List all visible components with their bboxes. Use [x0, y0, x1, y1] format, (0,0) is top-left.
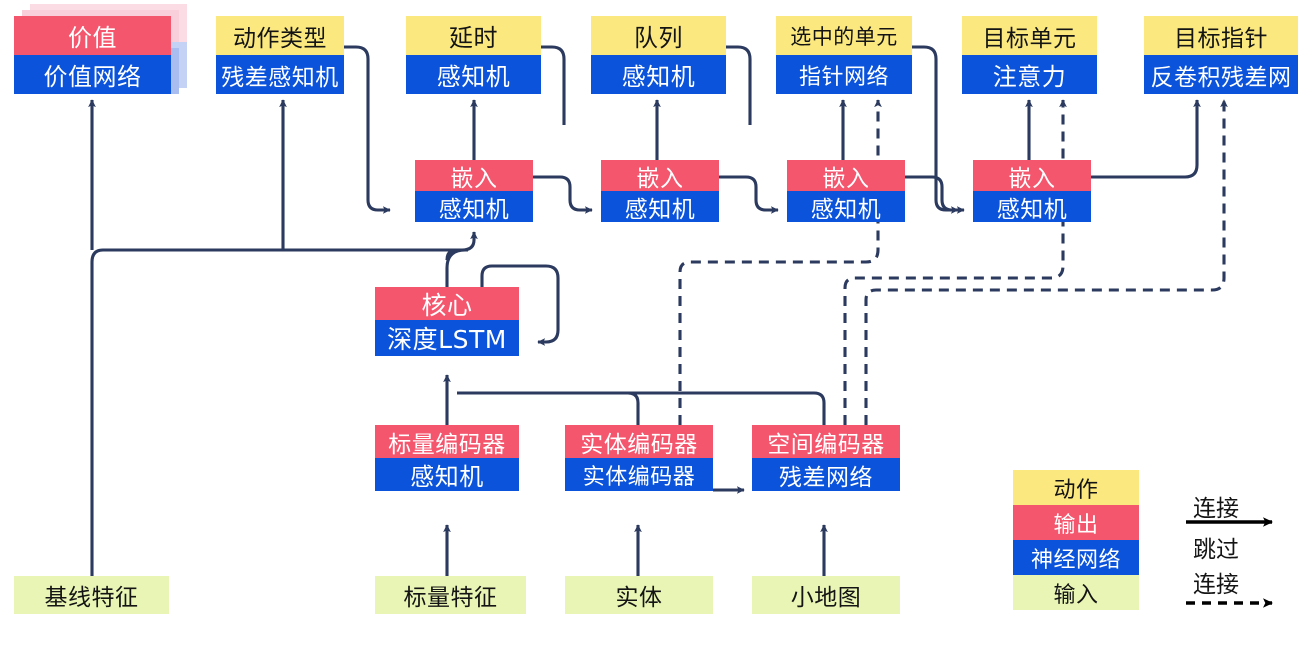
node-embed-4[interactable]: 嵌入 感知机	[973, 160, 1091, 223]
skip-spatial-encoder-to-target-unit	[843, 99, 1067, 425]
node-scalar-encoder[interactable]: 标量编码器 感知机	[375, 425, 519, 491]
node-queue-action-label: 队列	[591, 16, 726, 55]
node-spatial-encoder-output-label: 空间编码器	[752, 425, 900, 458]
node-embed-4-net-label: 感知机	[973, 191, 1091, 223]
node-embed-2-output-label: 嵌入	[601, 160, 719, 192]
wire-action-type-to-embed1	[344, 45, 391, 214]
skip-entity-encoder-to-selected-units	[678, 99, 882, 425]
wire-embed1-to-embed2	[533, 175, 593, 214]
wire-queue-to-embed3	[726, 45, 752, 125]
node-selected-units-net-label: 指针网络	[776, 55, 912, 94]
node-delay-net-label: 感知机	[406, 55, 541, 94]
node-action-type-net-label: 残差感知机	[216, 55, 344, 94]
node-selected-units[interactable]: 选中的单元 指针网络	[776, 16, 912, 94]
node-target-point[interactable]: 目标指针 反卷积残差网	[1144, 16, 1298, 94]
wire-core-to-trunk	[445, 248, 468, 287]
node-entity-encoder[interactable]: 实体编码器 实体编码器	[565, 425, 713, 491]
node-value-action-label: 价值	[14, 16, 171, 55]
node-embed-2-net-label: 感知机	[601, 191, 719, 223]
legend-swatch-input: 输入	[1013, 575, 1139, 610]
node-queue-net-label: 感知机	[591, 55, 726, 94]
node-value[interactable]: 价值 价值网络	[14, 16, 171, 94]
node-target-point-action-label: 目标指针	[1144, 16, 1298, 55]
wire-core-self-loop	[480, 264, 560, 346]
node-target-unit-action-label: 目标单元	[962, 16, 1097, 55]
wire-spatial-encoder-to-bus	[457, 391, 826, 425]
wire-delay-to-embed2	[541, 45, 566, 125]
wire-embed4-to-target-point	[1091, 99, 1201, 179]
node-delay[interactable]: 延时 感知机	[406, 16, 541, 94]
node-embed-3-output-label: 嵌入	[787, 160, 905, 192]
node-input-scalar-features[interactable]: 标量特征	[375, 576, 526, 614]
node-input-entities-label: 实体	[565, 576, 713, 614]
node-embed-2[interactable]: 嵌入 感知机	[601, 160, 719, 223]
node-core-output-label: 核心	[375, 287, 519, 320]
node-input-scalar-features-label: 标量特征	[375, 576, 526, 614]
node-target-point-net-label: 反卷积残差网	[1144, 55, 1298, 94]
node-embed-3-net-label: 感知机	[787, 191, 905, 223]
wire-entity-encoder-to-bus	[457, 391, 640, 425]
node-target-unit-net-label: 注意力	[962, 55, 1097, 94]
wire-selected-units-to-embed4	[912, 45, 959, 214]
node-input-minimap[interactable]: 小地图	[752, 576, 900, 614]
node-target-unit[interactable]: 目标单元 注意力	[962, 16, 1097, 94]
legend-arrow-group	[1186, 517, 1273, 608]
node-input-baseline-features[interactable]: 基线特征	[14, 576, 169, 614]
legend-skip-label-line2: 连接	[1193, 572, 1239, 598]
node-queue[interactable]: 队列 感知机	[591, 16, 726, 94]
node-input-minimap-label: 小地图	[752, 576, 900, 614]
legend-swatches: 动作 输出 神经网络 输入	[1013, 470, 1139, 610]
node-core[interactable]: 核心 深度LSTM	[375, 287, 519, 356]
legend-swatch-action: 动作	[1013, 470, 1139, 505]
legend-swatch-network: 神经网络	[1013, 540, 1139, 575]
node-input-baseline-features-label: 基线特征	[14, 576, 169, 614]
node-value-net-label: 价值网络	[14, 55, 171, 94]
node-action-type-action-label: 动作类型	[216, 16, 344, 55]
legend-swatch-output: 输出	[1013, 505, 1139, 540]
node-spatial-encoder[interactable]: 空间编码器 残差网络	[752, 425, 900, 491]
legend-connection-label: 连接	[1193, 496, 1239, 522]
node-action-type[interactable]: 动作类型 残差感知机	[216, 16, 344, 94]
node-input-entities[interactable]: 实体	[565, 576, 713, 614]
wire-embed2-to-embed3	[719, 175, 779, 214]
node-entity-encoder-output-label: 实体编码器	[565, 425, 713, 458]
node-scalar-encoder-output-label: 标量编码器	[375, 425, 519, 458]
node-delay-action-label: 延时	[406, 16, 541, 55]
node-entity-encoder-net-label: 实体编码器	[565, 458, 713, 491]
node-spatial-encoder-net-label: 残差网络	[752, 458, 900, 491]
node-embed-4-output-label: 嵌入	[973, 160, 1091, 192]
node-embed-1-net-label: 感知机	[415, 191, 533, 223]
node-core-net-label: 深度LSTM	[375, 320, 519, 356]
skip-spatial-encoder-to-target-point	[864, 99, 1228, 425]
node-embed-1[interactable]: 嵌入 感知机	[415, 160, 533, 223]
legend-skip-label-line1: 跳过	[1193, 537, 1239, 563]
node-selected-units-action-label: 选中的单元	[776, 16, 912, 55]
node-embed-1-output-label: 嵌入	[415, 160, 533, 192]
node-scalar-encoder-net-label: 感知机	[375, 458, 519, 491]
wire-trunk-left	[90, 248, 468, 580]
node-embed-3[interactable]: 嵌入 感知机	[787, 160, 905, 223]
